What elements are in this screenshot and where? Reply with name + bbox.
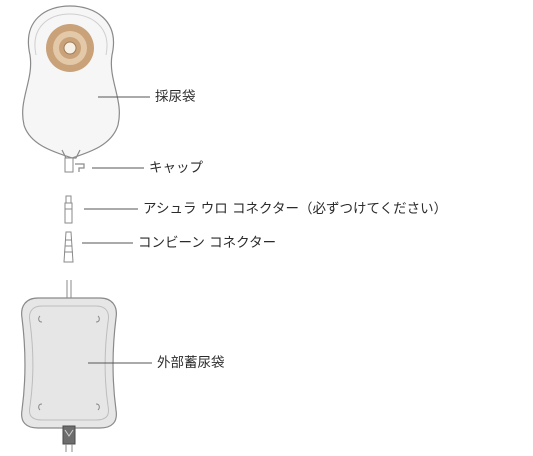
cap-drawing [64,157,144,173]
conveen-connector-body [63,231,74,263]
ashura-connector-top [65,195,72,204]
urine-bag-drawing [22,5,120,159]
external-bag-outline [21,297,117,429]
external-bag-hook-br [95,403,100,411]
urine-bag-seam [34,13,108,56]
external-bag-hook-tl [38,315,43,323]
outlet-valve-mark [64,429,74,437]
stoma-opening [63,41,77,55]
cap-piece [75,163,85,172]
external-bag-label: 外部蓄尿袋 [157,355,225,371]
external-bag-drawing [21,297,117,452]
external-bag-hook-tr [95,315,100,323]
conveen-connector-label: コンビーン コネクター [138,235,277,251]
urine-bag-label: 採尿袋 [155,89,196,105]
external-bag-inner-line [29,305,109,421]
tap-body [64,157,74,173]
external-bag-hook-bl [38,403,43,411]
tube-drawing [66,280,72,298]
cap-label: キャップ [149,160,203,176]
conveen-connector-drawing [63,231,133,263]
ashura-connector-drawing [64,195,138,224]
external-bag-outlet-valve [62,425,76,445]
ashura-connector-body [64,202,73,224]
ashura-connector-label: アシュラ ウロ コネクター（必ずつけてください） [143,201,448,217]
